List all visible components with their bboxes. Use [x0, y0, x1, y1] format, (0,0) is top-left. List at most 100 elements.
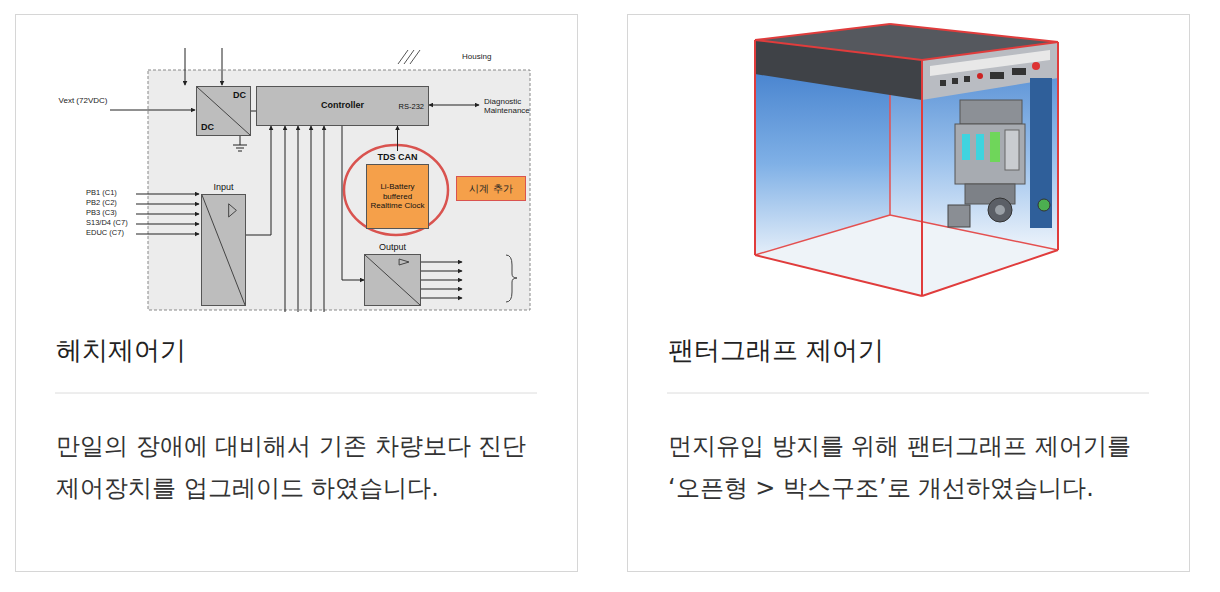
block-box: Output: [364, 241, 421, 306]
card-description: 먼지유입 방지를 위해 팬터그래프 제어기를 ‘오픈형 > 박스구조’로 개선하…: [668, 425, 1150, 509]
illustration-part: [240, 135, 241, 145]
card-divider: [55, 393, 537, 394]
illustration-part: [755, 215, 1058, 296]
illustration-part: [285, 126, 286, 312]
block-box: Input: [201, 181, 246, 306]
illustration-part: [136, 194, 199, 195]
illustration-part: [995, 205, 1005, 215]
signal-label: PB3 (C3): [86, 209, 117, 218]
block-box: DC DC: [196, 86, 251, 136]
highlight-circle: [344, 145, 448, 235]
clock-label: Li-Battery buffered Realtime Clock: [370, 182, 425, 211]
signal-connector: [397, 126, 398, 151]
illustration-part: [421, 262, 462, 263]
illustration-part: [964, 76, 970, 82]
clock-box: Li-Battery buffered Realtime Clock: [366, 164, 429, 229]
illustration-part: [755, 215, 890, 255]
illustration-part: [1038, 199, 1050, 211]
io-box: [364, 254, 421, 306]
illustration-part: [238, 151, 242, 152]
illustration-part: [890, 24, 1058, 42]
illustration-part: [988, 198, 1012, 222]
illustration-part: [311, 126, 312, 312]
illustration-part: [421, 298, 462, 299]
wire: [222, 48, 223, 85]
signal-connector: [342, 126, 364, 280]
illustration-part: [298, 126, 299, 312]
io-box: [201, 194, 246, 306]
illustration-part: [960, 100, 1022, 124]
amplifier-triangle: [229, 204, 237, 217]
block-diagram: [110, 48, 530, 312]
illustration-part: [324, 126, 325, 312]
output-wires: [421, 262, 462, 298]
card-title: 헤치제어기: [56, 333, 186, 368]
illustration-part: [136, 224, 199, 225]
box-heading: Output: [364, 241, 421, 254]
wire: [429, 105, 479, 106]
illustration-part: [922, 42, 1058, 60]
signal-label: PB1 (C1): [86, 189, 117, 198]
diagonal-line: [365, 255, 420, 305]
pantograph-controller-illustration: [755, 24, 1058, 296]
diagonal-line: [202, 195, 245, 305]
block-box: 시계 추가: [456, 176, 526, 201]
illustration-part: [398, 50, 408, 64]
converter-label: DC: [233, 90, 246, 100]
converter-label: DC: [201, 122, 214, 132]
housing-wire-marks: [398, 50, 420, 64]
illustration-part: [754, 40, 756, 255]
wire: [185, 48, 186, 85]
illustration-part: [421, 289, 462, 290]
signal-label: PB2 (C2): [86, 199, 117, 208]
card-title: 팬터그래프 제어기: [668, 333, 884, 368]
illustration-part: [977, 73, 983, 79]
illustration-part: [955, 124, 1025, 184]
illustration-part: [236, 148, 244, 149]
diagonal-line: [197, 87, 250, 135]
illustration-part: [922, 250, 1058, 296]
signal-label: Diagnostic Maintenance: [484, 97, 542, 115]
controller-input-wires: [285, 126, 324, 312]
signal-label: S13/D4 (C7): [86, 219, 128, 228]
illustration-part: [421, 271, 462, 272]
illustration-part: [755, 24, 890, 40]
note-label: 시계 추가: [469, 182, 512, 196]
illustration-part: [421, 280, 462, 281]
illustration-part: [404, 50, 414, 64]
housing-outline: [148, 70, 530, 310]
converter-symbol: [202, 195, 245, 305]
illustration-part: [952, 78, 958, 84]
illustration-part: [948, 205, 970, 227]
card-description: 만일의 장애에 대비해서 기존 차량보다 진단제어장치를 업그레이드 하였습니다…: [56, 425, 538, 509]
illustration-part: [976, 134, 984, 160]
illustration-part: [1032, 62, 1040, 70]
bracket: [506, 255, 517, 302]
illustration-part: [755, 40, 922, 60]
signal-label: Housing: [462, 52, 512, 61]
illustration-part: [136, 214, 199, 215]
block-box: TDS CAN Li-Battery buffered Realtime Cloc…: [366, 151, 429, 229]
illustration-part: [1005, 130, 1019, 170]
box-heading: TDS CAN: [366, 151, 429, 164]
wire: [110, 110, 195, 111]
box-heading: Input: [201, 181, 246, 194]
illustration-part: [1057, 42, 1059, 250]
illustration-part: [755, 255, 922, 296]
info-card: 팬터그래프 제어기먼지유입 방지를 위해 팬터그래프 제어기를 ‘오픈형 > 박…: [627, 14, 1190, 572]
signal-label: Vext (72VDC): [58, 96, 108, 105]
port-label: RS-232: [399, 102, 424, 111]
illustration-part: [136, 204, 199, 205]
illustration-part: [233, 145, 247, 146]
signal-connector: [246, 126, 271, 235]
illustration-part: [1012, 68, 1026, 75]
illustration-part: [962, 134, 970, 160]
converter-symbol: [365, 255, 420, 305]
illustration-part: [755, 40, 922, 100]
illustration-part: [940, 68, 1026, 86]
illustration-part: [136, 234, 199, 235]
illustration-part: [990, 72, 1004, 79]
